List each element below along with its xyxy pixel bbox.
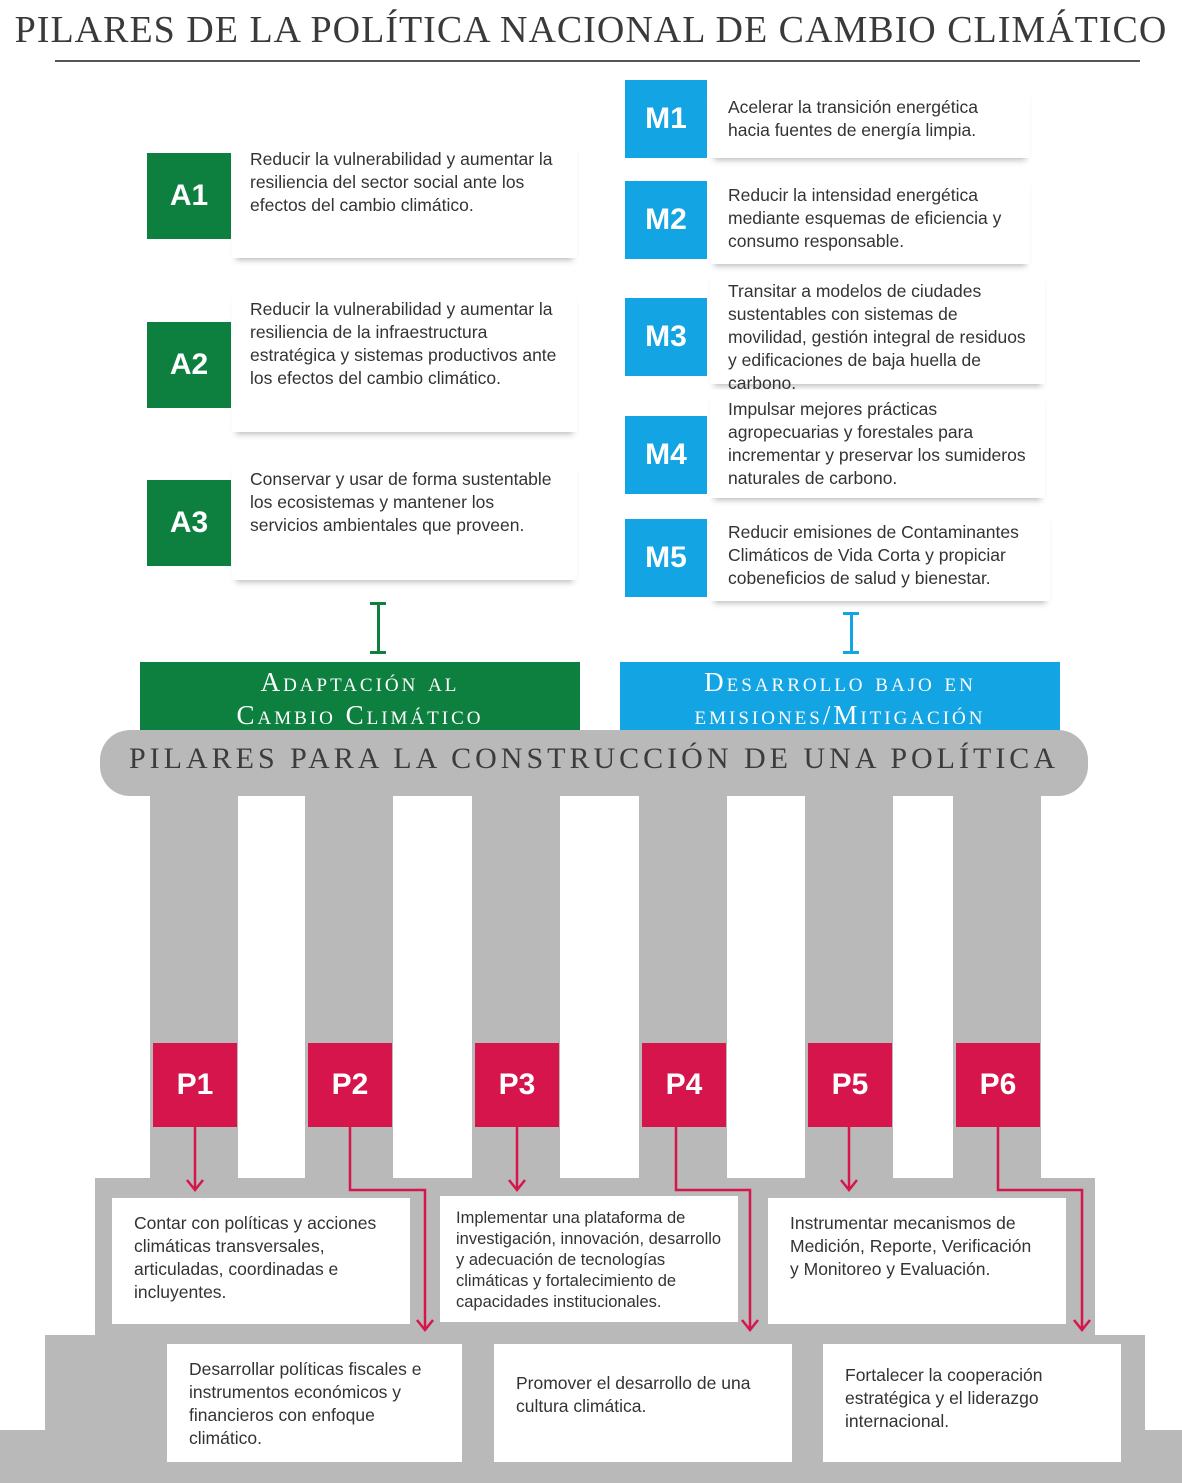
column-p6 — [953, 796, 1041, 1188]
mitigation-item-m4: Impulsar mejores prácticas agropecuarias… — [710, 390, 1045, 498]
badge-a2: A2 — [147, 322, 231, 408]
badge-m5: M5 — [625, 519, 707, 597]
column-p3 — [472, 796, 560, 1188]
badge-p5: P5 — [808, 1043, 892, 1127]
badge-p4: P4 — [642, 1043, 726, 1127]
badge-m2: M2 — [625, 181, 707, 259]
pillar-card-p3: Implementar una plataforma de investigac… — [440, 1196, 738, 1322]
adaptation-heading: Adaptación al Cambio Climático — [140, 662, 580, 734]
badge-p1: P1 — [153, 1043, 237, 1127]
mitigation-heading-line1: Desarrollo bajo en — [704, 667, 976, 697]
adaptation-heading-line2: Cambio Climático — [236, 700, 484, 730]
badge-m4: M4 — [625, 416, 707, 494]
badge-a1: A1 — [147, 153, 231, 239]
column-p1 — [150, 796, 238, 1188]
pillar-card-p2: Desarrollar políticas fiscales e instrum… — [167, 1344, 462, 1462]
adaptation-item-a3: Conservar y usar de forma sustentable lo… — [232, 460, 577, 580]
title-underline — [55, 60, 1140, 62]
adaptation-connector — [370, 602, 386, 654]
adaptation-item-a1: Reducir la vulnerabilidad y aumentar la … — [232, 140, 577, 258]
pillar-card-p1: Contar con políticas y acciones climátic… — [112, 1198, 410, 1324]
column-p2 — [305, 796, 393, 1188]
mitigation-connector — [843, 612, 859, 654]
pillar-card-p4: Promover el desarrollo de una cultura cl… — [494, 1344, 792, 1462]
mitigation-item-m2: Reducir la intensidad energética mediant… — [710, 176, 1030, 264]
column-p4 — [639, 796, 727, 1188]
badge-p6: P6 — [956, 1043, 1040, 1127]
entablature — [100, 730, 1088, 796]
badge-a3: A3 — [147, 480, 231, 566]
mitigation-heading-line2: emisiones/Mitigación — [694, 700, 986, 730]
badge-p2: P2 — [308, 1043, 392, 1127]
badge-m1: M1 — [625, 80, 707, 158]
page-title: PILARES DE LA POLÍTICA NACIONAL DE CAMBI… — [14, 9, 1168, 51]
entablature-label: PILARES PARA LA CONSTRUCCIÓN DE UNA POLÍ… — [129, 742, 1059, 775]
adaptation-item-a2: Reducir la vulnerabilidad y aumentar la … — [232, 290, 577, 432]
pillar-card-p6: Fortalecer la cooperación estratégica y … — [823, 1344, 1121, 1462]
mitigation-item-m1: Acelerar la transición energética hacia … — [710, 88, 1030, 158]
mitigation-item-m5: Reducir emisiones de Contaminantes Climá… — [710, 513, 1050, 601]
mitigation-heading: Desarrollo bajo en emisiones/Mitigación — [620, 662, 1060, 734]
column-p5 — [805, 796, 893, 1188]
adaptation-heading-line1: Adaptación al — [260, 667, 460, 697]
mitigation-item-m3: Transitar a modelos de ciudades sustenta… — [710, 272, 1045, 393]
pillar-card-p5: Instrumentar mecanismos de Medición, Rep… — [768, 1198, 1066, 1324]
badge-m3: M3 — [625, 298, 707, 376]
badge-p3: P3 — [475, 1043, 559, 1127]
